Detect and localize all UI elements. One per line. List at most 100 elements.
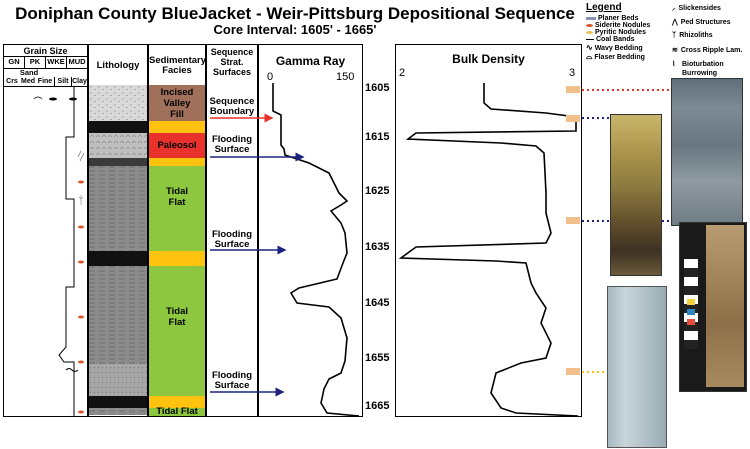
grain-size-classes: GN PK WKE MUD	[4, 56, 87, 69]
facies-incised-valley: Incised Valley Fill	[149, 85, 205, 121]
siderite-nodule-icon	[78, 315, 84, 319]
coal-band-icon	[69, 97, 77, 101]
siderite-nodule-icon	[78, 360, 84, 364]
grain-class-mud: MUD	[68, 57, 86, 66]
coal-band-icon	[586, 38, 594, 40]
grain-size-column: Grain Size GN PK WKE MUD Sand Crs Med Fi…	[3, 44, 88, 417]
core-photo-top	[671, 78, 743, 226]
grain-class-pk: PK	[25, 57, 46, 68]
legend-item-cross-ripple: ≋Cross Ripple Lam.	[672, 47, 743, 54]
facies-tidal-flat-2: Tidal Flat	[149, 266, 205, 396]
legend-item-flaser: ⌓Flaser Bedding	[586, 52, 645, 61]
lithology-log	[89, 85, 147, 415]
lithology-column: Lithology	[88, 44, 148, 417]
grain-sub-clay: Clay	[72, 78, 87, 85]
siderite-nodule-icon	[78, 180, 84, 184]
pyritic-nodule-icon	[586, 30, 593, 34]
gamma-ray-column: Gamma Ray 0 150	[258, 44, 363, 417]
density-axis-min: 2	[399, 67, 406, 79]
surface-flooding-2: Flooding Surface	[211, 229, 253, 250]
grain-sub-crs: Crs	[6, 78, 18, 85]
page-subtitle: Core Interval: 1605' - 1665'	[213, 22, 377, 37]
bulk-density-column: Bulk Density 2 3	[395, 44, 582, 417]
sand-label: Sand	[19, 68, 39, 77]
core-photo-sample	[706, 225, 744, 387]
facies-paleosol: Paleosol	[149, 133, 205, 158]
grain-class-gn: GN	[4, 57, 25, 68]
gamma-axis-max: 150	[336, 71, 355, 83]
gamma-axis-min: 0	[267, 71, 274, 83]
legend-item-coal: Coal Bands	[586, 36, 668, 43]
facies-column: Sedimentary Facies Incised Valley Fill P…	[148, 44, 206, 417]
grain-sub-fine: Fine	[36, 77, 55, 86]
siderite-nodule-icon	[78, 225, 84, 229]
legend-item-siderite: Siderite Nodules	[586, 22, 668, 29]
legend-item-ped: ⋀Ped Structures	[672, 19, 731, 26]
flaser-bedding-icon: ⌓	[586, 52, 593, 61]
facies-header: Sedimentary Facies	[149, 55, 207, 76]
siderite-nodule-icon	[586, 23, 593, 27]
burrowing-icon: ⌇	[672, 61, 676, 68]
planar-beds-icon	[586, 16, 596, 20]
density-axis-max: 3	[569, 67, 576, 79]
lithology-bed-coal	[89, 158, 147, 166]
rhizolith-icon	[78, 195, 84, 205]
lithology-bed-shale	[89, 408, 147, 415]
ped-structure-icon: ⋀	[672, 19, 678, 26]
legend: Legend Planer Beds Siderite Nodules Pyri…	[582, 2, 750, 78]
legend-item-planer-beds: Planer Beds	[586, 15, 668, 22]
legend-title: Legend	[586, 2, 622, 13]
depth-tick-1625: 1625	[365, 185, 390, 197]
bulk-density-curve	[398, 83, 579, 416]
siderite-nodule-icon	[78, 410, 84, 414]
depth-tick-1665: 1665	[365, 400, 390, 412]
lithology-bed-coal	[89, 251, 147, 266]
rhizolith-icon: ᛉ	[672, 32, 677, 39]
depth-axis: 1605 1615 1625 1635 1645 1655 1665	[363, 82, 395, 417]
legend-item-wavy: ∿Wavy Bedding	[586, 43, 643, 52]
page-title: Doniphan County BlueJacket - Weir-Pittsb…	[15, 4, 575, 23]
lithology-bed-paleosol	[89, 133, 147, 158]
core-photo-bottom-left	[607, 286, 667, 448]
lithology-bed-siltstone	[89, 364, 147, 396]
wavy-bedding-icon	[65, 368, 79, 372]
wavy-bedding-icon: ∿	[586, 43, 593, 52]
core-photo-bottom-right	[679, 222, 747, 392]
cross-ripple-icon: ≋	[672, 47, 678, 54]
grain-sub-med: Med	[21, 78, 35, 85]
cross-ripple-icon	[33, 96, 43, 100]
grain-sub-silt: Silt	[55, 77, 72, 86]
grain-size-header: Grain Size	[23, 46, 68, 56]
lithology-bed-shale	[89, 166, 147, 251]
lithology-bed-coal	[89, 396, 147, 408]
bulk-density-header: Bulk Density	[452, 52, 525, 66]
surfaces-header: Sequence Strat. Surfaces	[210, 47, 254, 77]
lithology-bed-shale	[89, 266, 147, 364]
surface-sequence-boundary: Sequence Boundary	[209, 96, 255, 117]
grain-size-subclasses: Crs Med Fine Silt Clay	[4, 77, 87, 87]
legend-item-slickensides: ⸝Slickensides	[672, 5, 721, 12]
legend-item-burrowing: ⌇Bioturbation Burrowing	[672, 61, 724, 77]
depth-tick-1605: 1605	[365, 82, 390, 94]
grain-class-wke: WKE	[46, 57, 67, 68]
slickenside-icon: ⸝	[672, 5, 676, 12]
facies-tidal-flat-3: Tidal Flat	[149, 406, 205, 417]
facies-tidal-flat-1: Tidal Flat	[149, 166, 205, 251]
scale-bar	[684, 259, 698, 349]
lithology-bed-sandstone	[89, 85, 147, 121]
legend-item-pyritic: Pyritic Nodules	[586, 29, 668, 36]
gamma-ray-curve	[272, 83, 360, 416]
surfaces-column: Sequence Strat. Surfaces Sequence Bounda…	[206, 44, 258, 417]
facies-yellow-band	[149, 158, 205, 166]
depth-tick-1615: 1615	[365, 131, 390, 143]
core-photo-mid	[610, 114, 662, 276]
facies-yellow-band	[149, 121, 205, 133]
depth-tick-1655: 1655	[365, 352, 390, 364]
gamma-ray-header: Gamma Ray	[275, 54, 346, 68]
legend-left-list: Planer Beds Siderite Nodules Pyritic Nod…	[586, 15, 668, 62]
surface-flooding-1: Flooding Surface	[211, 134, 253, 155]
siderite-nodule-icon	[78, 260, 84, 264]
surface-flooding-3: Flooding Surface	[211, 370, 253, 391]
